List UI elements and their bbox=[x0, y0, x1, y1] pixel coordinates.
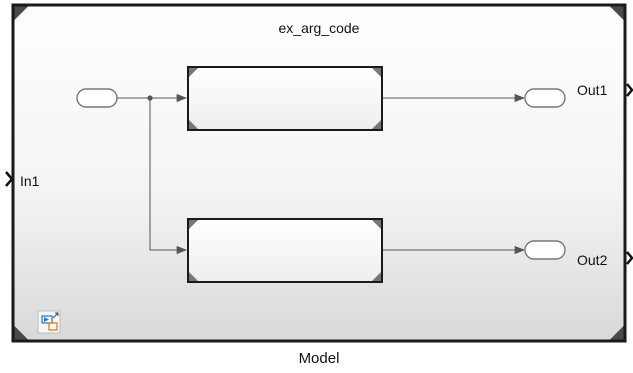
corner-mark-top-right bbox=[610, 6, 624, 20]
output-port-2-chevron-icon[interactable] bbox=[626, 251, 633, 265]
corner-mark-top-left bbox=[14, 6, 28, 20]
input-port-chevron-icon[interactable] bbox=[5, 171, 14, 187]
output-port-1-chevron-icon[interactable] bbox=[626, 83, 633, 97]
outport-oval-2[interactable] bbox=[524, 240, 566, 260]
model-reference-icon[interactable] bbox=[37, 310, 61, 334]
output-port-1-label: Out1 bbox=[577, 82, 608, 98]
corner-mark-bottom-left bbox=[14, 326, 28, 340]
subsystem-block-1[interactable] bbox=[187, 66, 383, 131]
inner-title: ex_arg_code bbox=[279, 20, 360, 36]
signal-lines bbox=[117, 93, 526, 255]
inport-oval[interactable] bbox=[76, 88, 118, 108]
block-caption: Model bbox=[299, 350, 340, 367]
input-port-label: In1 bbox=[20, 173, 40, 189]
output-port-2-label: Out2 bbox=[577, 252, 608, 268]
outport-oval-1[interactable] bbox=[524, 88, 566, 108]
branch-point bbox=[147, 95, 153, 101]
corner-mark-bottom-right bbox=[610, 326, 624, 340]
signal-line-branch-to-sub2 bbox=[149, 98, 188, 255]
subsystem-block-2[interactable] bbox=[187, 218, 383, 283]
model-block[interactable] bbox=[11, 3, 627, 343]
